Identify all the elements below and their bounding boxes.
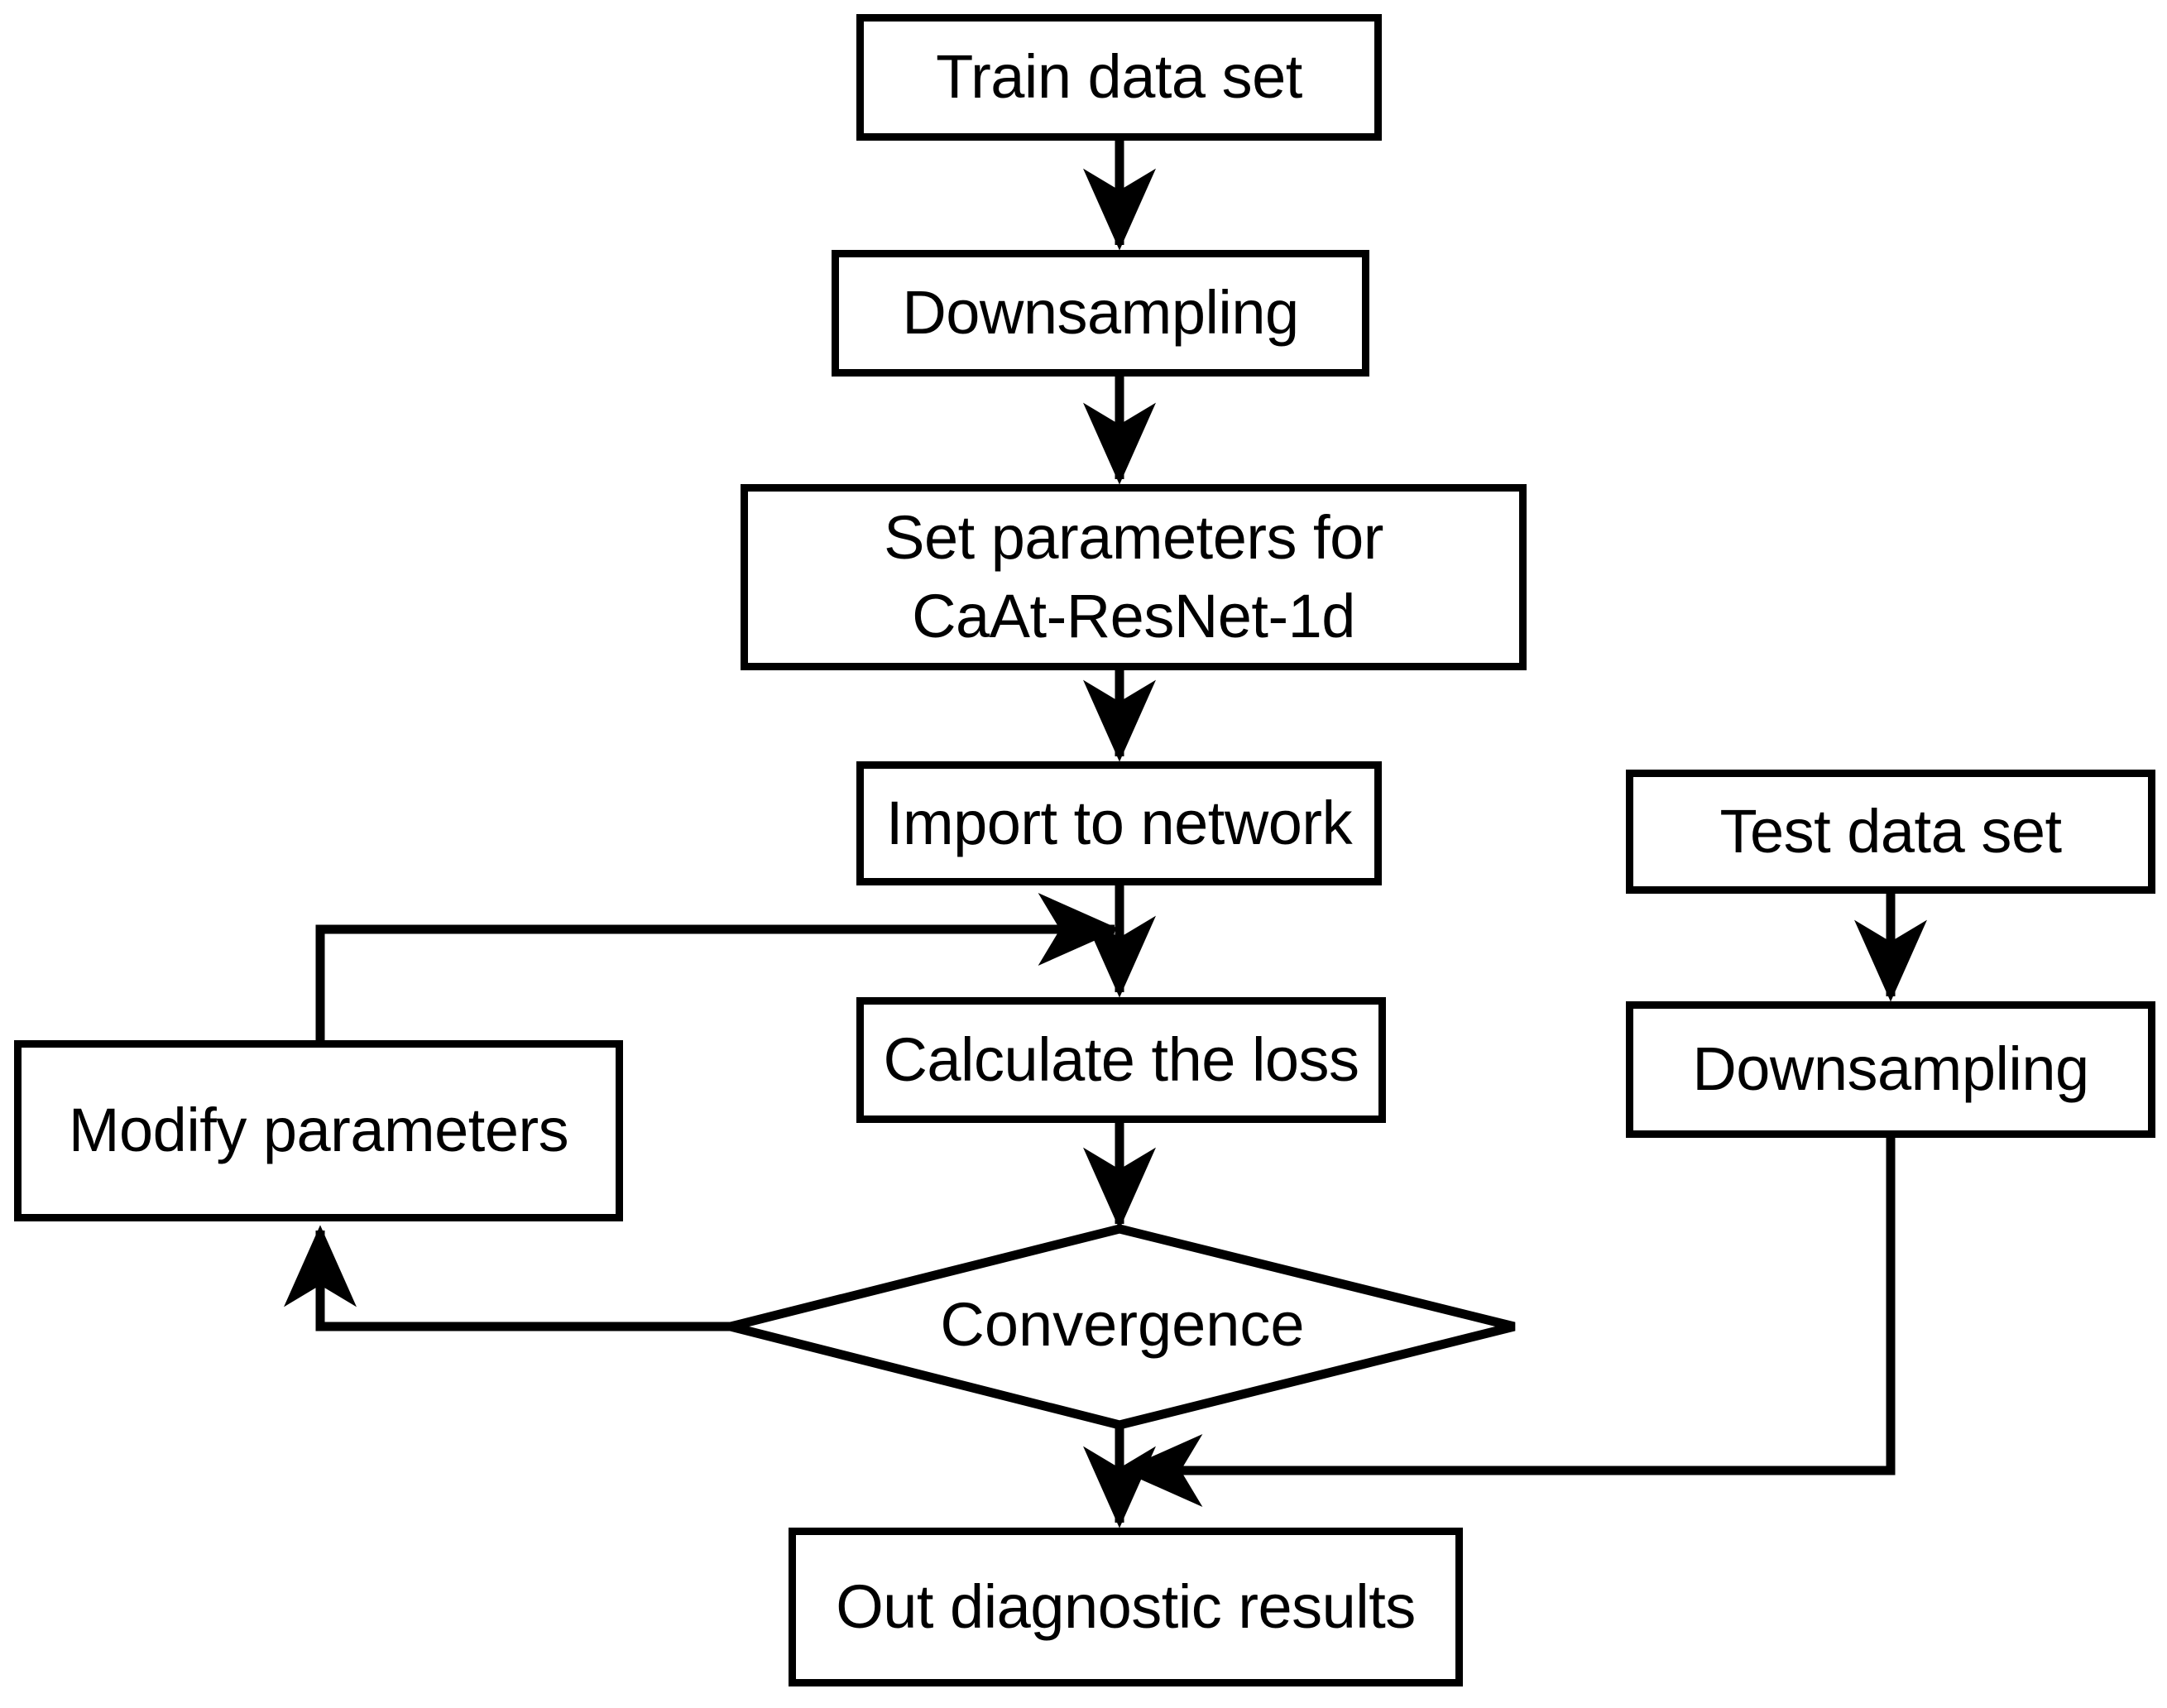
edge-convergence-to-modifyparams [284,1225,731,1331]
node-train-data-set-label: Train data set [936,42,1302,112]
node-downsampling-train-label: Downsampling [902,278,1299,348]
node-import-to-network-label: Import to network [885,788,1353,857]
node-downsampling-test[interactable]: Downsampling [1626,1001,2155,1138]
node-out-diagnostic-results[interactable]: Out diagnostic results [789,1528,1463,1686]
node-modify-parameters[interactable]: Modify parameters [14,1040,623,1221]
node-test-data-set[interactable]: Test data set [1626,770,2155,894]
node-set-parameters[interactable]: Set parameters for CaAt-ResNet-1d [741,484,1527,670]
node-train-data-set[interactable]: Train data set [856,14,1382,141]
node-downsampling-train[interactable]: Downsampling [832,250,1369,377]
node-calculate-the-loss[interactable]: Calculate the loss [856,997,1386,1123]
convergence-diamond-shape [729,1224,1516,1430]
node-calculate-the-loss-label: Calculate the loss [883,1024,1359,1094]
node-downsampling-test-label: Downsampling [1692,1034,2089,1104]
edge-downsampling-to-results [1120,1138,1896,1507]
node-modify-parameters-label: Modify parameters [68,1096,569,1165]
node-convergence-label: Convergence [940,1290,1305,1359]
node-out-diagnostic-results-label: Out diagnostic results [836,1571,1416,1641]
node-set-parameters-label: Set parameters for CaAt-ResNet-1d [884,502,1383,650]
edge-modifyparams-to-import [315,893,1120,1040]
node-import-to-network[interactable]: Import to network [856,761,1382,885]
node-test-data-set-label: Test data set [1719,796,2062,866]
